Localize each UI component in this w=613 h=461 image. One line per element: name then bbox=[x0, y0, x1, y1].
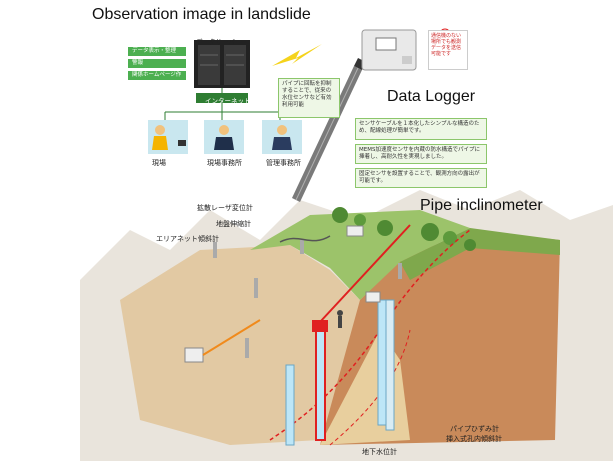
tablet-icon bbox=[178, 140, 186, 146]
label-insert-inclinometer: 挿入式孔内傾斜計 bbox=[446, 435, 502, 443]
data-logger-device bbox=[361, 29, 417, 71]
pipe-note-box: パイプに回転を抑制することで、従来の水位センサなど有効利用可能 bbox=[278, 78, 340, 118]
groundwater-borehole bbox=[285, 364, 295, 446]
sensor-label-extensometer: 地盤伸縮計 bbox=[216, 220, 251, 228]
tree-icon bbox=[443, 231, 457, 245]
data-server-rack bbox=[194, 40, 250, 88]
borehole-cap bbox=[365, 291, 381, 303]
sensor-label-area-net: エリアネット傾斜計 bbox=[156, 235, 219, 243]
pipe-inclinometer-device bbox=[292, 58, 366, 202]
tree-icon bbox=[332, 207, 348, 223]
person-icon bbox=[219, 125, 229, 135]
sensor-post bbox=[213, 242, 217, 258]
server-item-3: 関係ホームページ作成 bbox=[128, 71, 186, 87]
logger-badge: 通信機のない場所でも観測データを送信可能です bbox=[428, 30, 468, 70]
sensor-post bbox=[300, 240, 304, 254]
strain-borehole bbox=[377, 299, 387, 426]
wireless-bolt-icon bbox=[272, 44, 322, 66]
person-icon bbox=[277, 125, 287, 135]
person-suit bbox=[214, 137, 234, 150]
sensor-note-box: センサケーブルを１本化したシンプルな構造のため、配線処理が簡単です。 bbox=[355, 118, 487, 140]
sensor-label-laser: 拡散レーザ変位計 bbox=[197, 204, 253, 212]
label-pipe-strain: パイプひずみ計 bbox=[450, 425, 499, 433]
person-suit bbox=[272, 137, 292, 150]
pipe-logger-box bbox=[312, 320, 328, 332]
worker-icon bbox=[337, 310, 343, 316]
sensor-post bbox=[254, 278, 258, 298]
data-logger-label: Data Logger bbox=[387, 88, 476, 105]
label-groundwater: 地下水位計 bbox=[362, 448, 397, 456]
sensor-cable bbox=[279, 235, 331, 243]
person-icon bbox=[155, 125, 165, 135]
server-label: データサーバー bbox=[196, 38, 242, 46]
mems-note-box: MEMS加速度センサを内蔵の防水構造でパイプに挿着し、高耐久性を実現しました。 bbox=[355, 144, 487, 164]
tree-icon bbox=[464, 239, 476, 251]
user-label-site-office: 現場事務所 bbox=[207, 159, 242, 167]
pipe-inclinometer-borehole bbox=[315, 329, 326, 441]
pipe-inclinometer-label: Pipe inclinometer bbox=[420, 197, 543, 214]
extensometer-unit bbox=[346, 225, 364, 237]
worker-body bbox=[338, 316, 342, 328]
server-item-2: 警報 bbox=[128, 59, 186, 68]
internet-bar bbox=[196, 93, 248, 103]
user-label-management-office: 管理事務所 bbox=[266, 159, 301, 167]
tree-icon bbox=[354, 214, 366, 226]
grass-edge bbox=[400, 228, 560, 280]
slip-surface-line-2 bbox=[329, 329, 411, 446]
sensor-post bbox=[245, 338, 249, 358]
sensor-post bbox=[398, 263, 402, 279]
diagram-title: Observation image in landslide bbox=[92, 6, 311, 23]
user-label-field: 現場 bbox=[152, 159, 166, 167]
internet-label: インターネット bbox=[205, 97, 251, 105]
insert-inclinometer-borehole bbox=[385, 299, 395, 431]
tree-icon bbox=[421, 223, 439, 241]
logger-connection-line bbox=[319, 224, 411, 323]
tree-icon bbox=[377, 220, 393, 236]
laser-displacement-unit bbox=[184, 347, 204, 363]
laser-beam bbox=[202, 319, 261, 356]
person-vest bbox=[152, 136, 168, 150]
server-item-1: データ表示・整理 bbox=[128, 47, 186, 56]
grass-plateau bbox=[250, 210, 470, 300]
coord-note-box: 固定センサを設置することで、観測方向の露出が可能です。 bbox=[355, 168, 487, 188]
